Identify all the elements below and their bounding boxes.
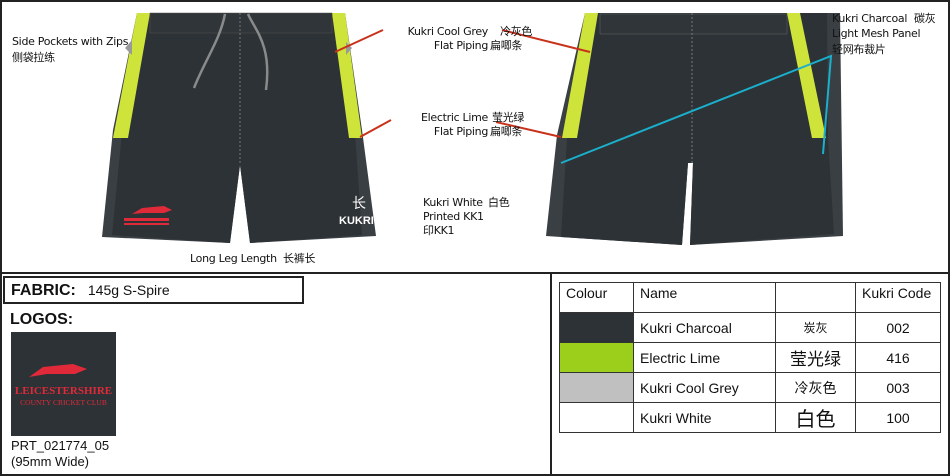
svg-text:KUKRI: KUKRI: [339, 215, 374, 227]
long-leg-label-cn: 长裤长: [283, 252, 316, 265]
colour-swatch: [559, 312, 634, 343]
fabric-label: FABRIC:: [11, 282, 76, 299]
red-fox-logo-icon: [124, 206, 172, 225]
logo-line2: COUNTY CRICKET CLUB: [20, 398, 107, 407]
table-row: Electric Lime 莹光绿 416: [559, 342, 941, 373]
colour-code: 002: [855, 312, 941, 343]
svg-text:长: 长: [352, 196, 366, 212]
header-colour: Colour: [559, 282, 634, 313]
colour-name: Kukri Cool Grey: [633, 372, 776, 403]
logo-line1: LEICESTERSHIRE: [14, 385, 113, 397]
colour-name-cn: 莹光绿: [775, 342, 856, 373]
cool-grey-label: Kukri Cool Grey: [407, 25, 489, 38]
logo-code-text: PRT_021774_05: [11, 438, 110, 453]
kukri-white-label: Kukri White: [423, 196, 483, 209]
flat-piping-label-2: Flat Piping: [433, 125, 488, 138]
header-cn: [775, 282, 856, 313]
flat-piping-label-2-cn: 扁唧条: [490, 125, 523, 138]
mesh-label: Light Mesh Panel: [832, 27, 921, 40]
colour-name-cn: 炭灰: [775, 312, 856, 343]
colour-code: 100: [855, 402, 941, 433]
colour-name: Kukri Charcoal: [633, 312, 776, 343]
side-pockets-label-cn: 侧袋拉练: [12, 51, 55, 64]
logos-label: LOGOS:: [10, 311, 74, 328]
flat-piping-label: Flat Piping: [433, 39, 488, 52]
charcoal-label-cn: 碳灰: [914, 12, 936, 25]
section-divider: [0, 272, 950, 274]
colour-name-cn: 白色: [775, 402, 856, 433]
electric-lime-label: Electric Lime: [420, 111, 488, 124]
colour-name-cn: 冷灰色: [775, 372, 856, 403]
side-pockets-label: Side Pockets with Zips: [12, 35, 129, 48]
fox-icon: [29, 364, 87, 377]
colour-code: 003: [855, 372, 941, 403]
header-name: Name: [633, 282, 776, 313]
electric-lime-label-cn: 莹光绿: [492, 111, 525, 124]
fabric-box: FABRIC: 145g S-Spire: [3, 276, 304, 304]
long-leg-label: Long Leg Length: [190, 252, 277, 265]
kukri-white-label-cn: 白色: [488, 196, 510, 209]
table-row: Kukri Cool Grey 冷灰色 003: [559, 372, 941, 403]
printed-label: Printed KK1: [423, 210, 484, 223]
header-code: Kukri Code: [855, 282, 941, 313]
colour-swatch: [559, 342, 634, 373]
fabric-value: 145g S-Spire: [87, 282, 170, 298]
logo-size-text: (95mm Wide): [11, 454, 90, 469]
table-header-row: Colour Name Kukri Code: [559, 282, 941, 313]
flat-piping-label-cn: 扁唧条: [490, 39, 523, 52]
colour-table: Colour Name Kukri Code Kukri Charcoal 炭灰…: [559, 282, 941, 433]
column-divider: [550, 273, 552, 476]
colour-code: 416: [855, 342, 941, 373]
mesh-label-cn: 轻网布裁片: [832, 43, 886, 56]
colour-swatch: [559, 372, 634, 403]
back-shorts: [546, 13, 843, 245]
callout-lines: [334, 29, 833, 164]
kukri-logo-icon: 长 KUKRI: [339, 196, 374, 227]
logo-code: PRT_021774_05 (95mm Wide): [11, 438, 109, 470]
colour-name: Electric Lime: [633, 342, 776, 373]
shorts-illustration: 长 KUKRI: [102, 12, 843, 245]
charcoal-label: Kukri Charcoal: [832, 12, 908, 25]
colour-swatch: [559, 402, 634, 433]
printed-label-cn: 印KK1: [423, 224, 455, 237]
cool-grey-label-cn: 冷灰色: [500, 25, 533, 38]
front-shorts: [102, 12, 376, 243]
club-logo: LEICESTERSHIRE COUNTY CRICKET CLUB: [11, 332, 116, 436]
colour-name: Kukri White: [633, 402, 776, 433]
table-row: Kukri White 白色 100: [559, 402, 941, 433]
table-row: Kukri Charcoal 炭灰 002: [559, 312, 941, 343]
